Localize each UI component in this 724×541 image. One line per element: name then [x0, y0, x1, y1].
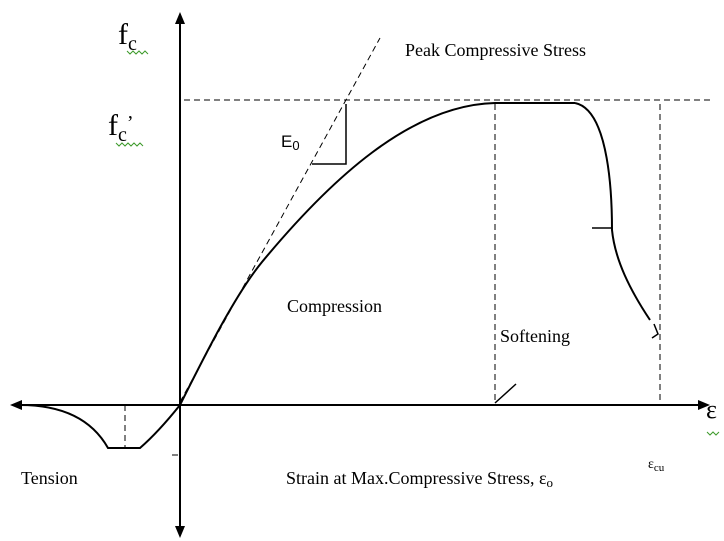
- stress-strain-curve: [19, 102, 651, 449]
- axes: [10, 12, 710, 538]
- peak-stress-label: fc’: [108, 109, 134, 146]
- initial-modulus-label: E0: [281, 132, 300, 153]
- y-axis-label-underline: [126, 50, 149, 55]
- modulus-slope-triangle: [312, 104, 347, 165]
- peak-stress-label-underline: [115, 142, 144, 147]
- compression-branch: [179, 102, 575, 406]
- x-axis-label-underline: [706, 431, 720, 436]
- tension-label: Tension: [21, 468, 78, 488]
- x-axis-label: ε: [706, 395, 717, 424]
- labels: fc fc’ Peak Compressive Stress E0 Compre…: [21, 18, 720, 490]
- ultimate-strain-label: εcu: [648, 457, 665, 474]
- x-axis-arrow-right: [698, 400, 710, 410]
- peak-strain-tick: [494, 383, 517, 404]
- softening-label: Softening: [500, 326, 570, 346]
- guide-lines: [124, 37, 712, 456]
- y-axis-arrow-bottom: [175, 526, 185, 538]
- strain-caption: Strain at Max.Compressive Stress, εo: [286, 468, 553, 490]
- compression-label: Compression: [287, 296, 382, 316]
- peak-compressive-stress-title: Peak Compressive Stress: [405, 40, 586, 60]
- softening-branch: [574, 102, 651, 321]
- markers: [312, 104, 659, 404]
- tension-branch: [19, 404, 181, 449]
- x-axis-arrow-left: [10, 400, 22, 410]
- y-axis-arrow-top: [175, 12, 185, 24]
- y-axis-label: fc: [118, 18, 137, 55]
- softening-mark-2: [651, 323, 659, 339]
